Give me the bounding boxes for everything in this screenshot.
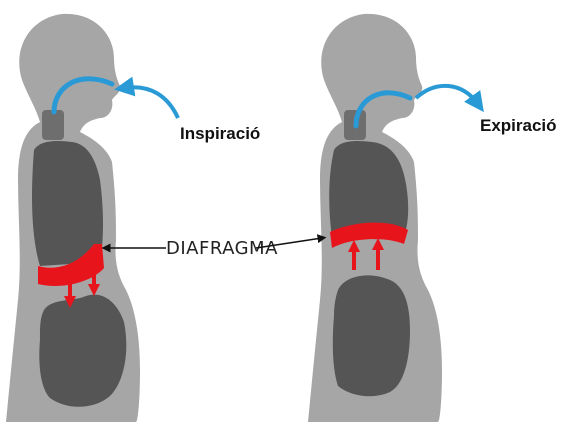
exhale-arrow bbox=[416, 86, 478, 104]
inhale-arrow bbox=[124, 87, 178, 118]
exhaling-figure: Expiració bbox=[308, 14, 557, 422]
diaphragm-pointer: DIAFRAGMA bbox=[106, 238, 322, 259]
inspiration-label: Inspiració bbox=[180, 124, 260, 143]
abdomen bbox=[39, 295, 126, 407]
abdomen bbox=[333, 275, 410, 396]
inhaling-figure: Inspiració bbox=[6, 14, 260, 422]
neck-block bbox=[42, 110, 64, 140]
expiration-label: Expiració bbox=[480, 116, 557, 135]
diaphragm-label: DIAFRAGMA bbox=[166, 238, 278, 259]
